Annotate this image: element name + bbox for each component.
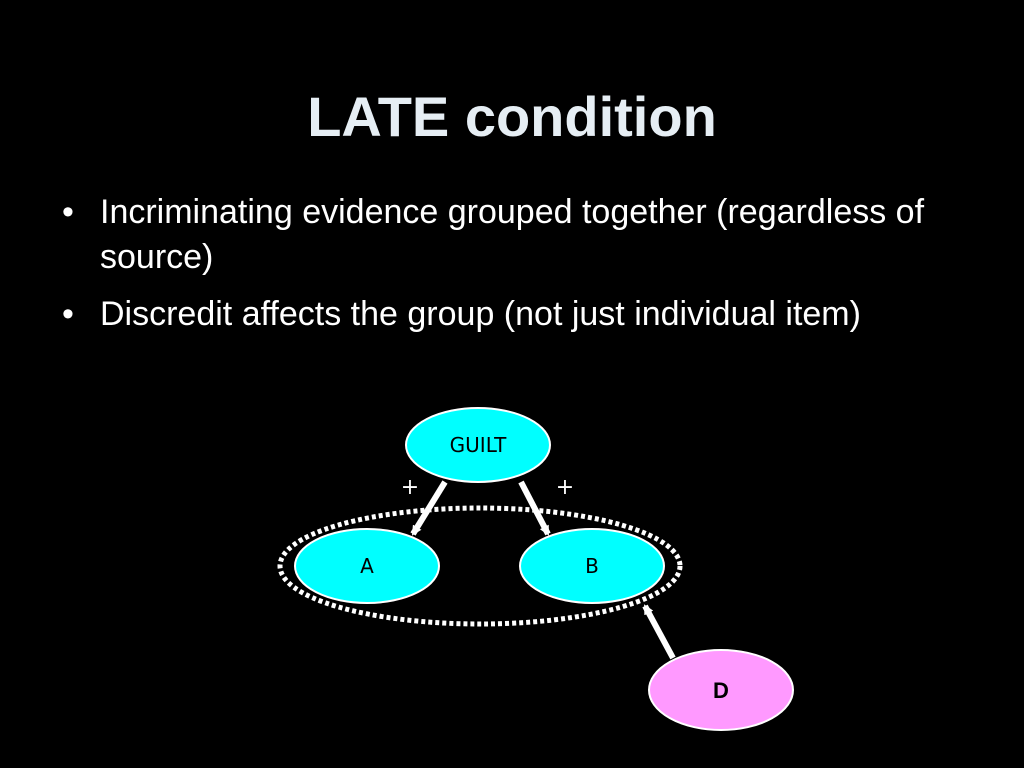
- bullet-text: Discredit affects the group (not just in…: [100, 295, 861, 333]
- edge-d-to-b: [642, 604, 676, 660]
- node-a: A: [294, 528, 440, 604]
- node-guilt-label: GUILT: [450, 433, 507, 457]
- slide-title: LATE condition: [307, 85, 717, 148]
- bullet-item: • Incriminating evidence grouped togethe…: [62, 190, 962, 280]
- node-a-label: A: [360, 554, 374, 578]
- bullet-dot: •: [62, 295, 74, 333]
- edge-guilt-to-b: [518, 480, 551, 536]
- bullet-item: • Discredit affects the group (not just …: [62, 292, 962, 337]
- node-d: D: [648, 649, 794, 731]
- edge-guilt-to-a: [410, 480, 448, 536]
- evidence-group-outline: [277, 505, 683, 627]
- bullet-dot: •: [62, 193, 74, 231]
- node-guilt: GUILT: [405, 407, 551, 483]
- node-b-label: B: [585, 554, 599, 578]
- bullet-list: • Incriminating evidence grouped togethe…: [62, 190, 962, 349]
- edge-sign-guilt-b: +: [556, 475, 574, 500]
- node-b: B: [519, 528, 665, 604]
- node-d-label: D: [713, 678, 729, 703]
- edge-sign-guilt-a: +: [401, 475, 419, 500]
- bullet-text: Incriminating evidence grouped together …: [100, 193, 925, 276]
